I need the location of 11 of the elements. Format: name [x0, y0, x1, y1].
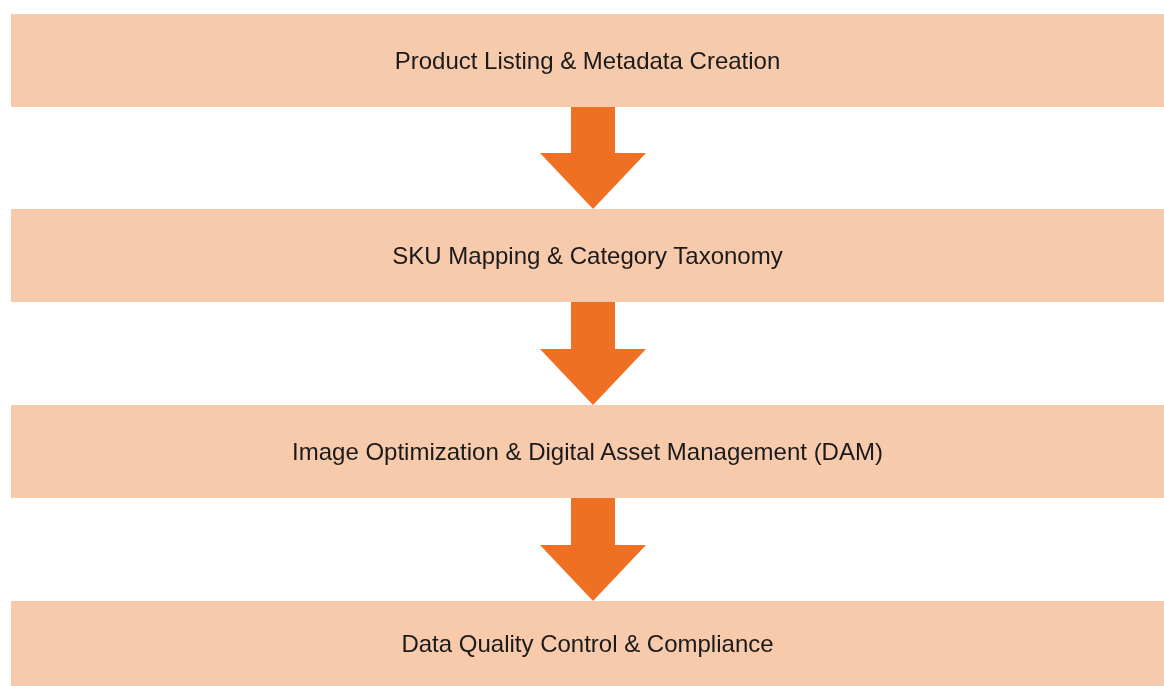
process-box — [11, 405, 1164, 498]
box-label: Data Quality Control & Compliance — [401, 629, 774, 658]
process-box — [11, 14, 1164, 107]
arrow — [540, 498, 646, 601]
process-box — [11, 209, 1164, 302]
arrow — [540, 107, 646, 209]
box-label: Image Optimization & Digital Asset Management (DAM) — [292, 437, 883, 466]
box-label: SKU Mapping & Category Taxonomy — [392, 241, 783, 270]
process-box — [11, 601, 1164, 686]
box-label: Product Listing & Metadata Creation — [394, 46, 781, 75]
arrow — [540, 302, 646, 405]
